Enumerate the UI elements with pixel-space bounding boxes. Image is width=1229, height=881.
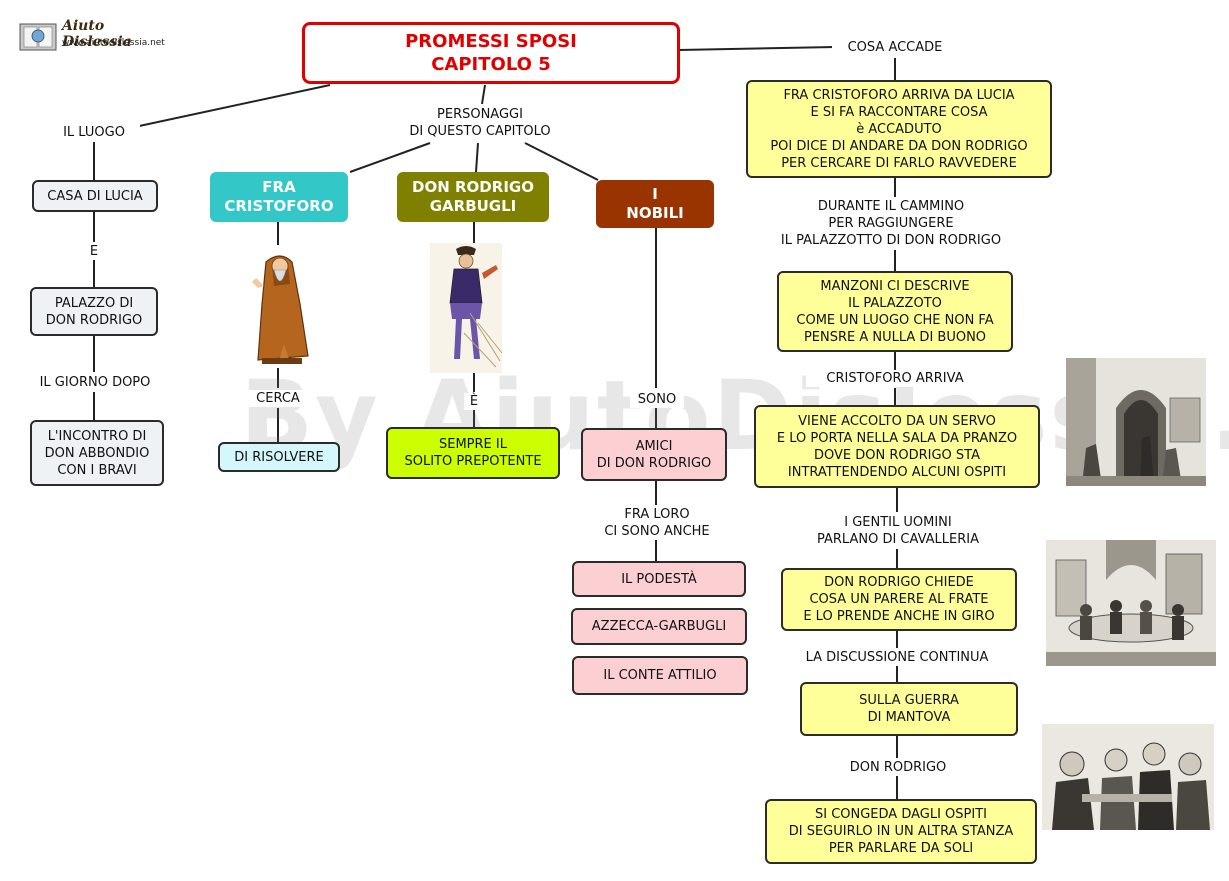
node-amici-don-rodrigo: AMICI DI DON RODRIGO <box>581 428 727 481</box>
node-fra-cristoforo: FRA CRISTOFORO <box>210 172 348 222</box>
node-conte-attilio: IL CONTE ATTILIO <box>572 656 748 695</box>
logo-title: Aiuto Dislessia <box>62 18 132 50</box>
node-event-parere-frate: DON RODRIGO CHIEDE COSA UN PARERE AL FRA… <box>781 568 1017 631</box>
node-solito-prepotente: SEMPRE IL SOLITO PREPOTENTE <box>386 427 560 479</box>
label-sono: SONO <box>630 391 684 408</box>
book-icon <box>19 23 57 51</box>
node-nobili: I NOBILI <box>596 180 714 228</box>
node-event-accolto-servo: VIENE ACCOLTO DA UN SERVO E LO PORTA NEL… <box>754 405 1040 488</box>
label-cosa-accade: COSA ACCADE <box>832 39 958 56</box>
node-azzecca-garbugli: AZZECCA-GARBUGLI <box>571 608 747 645</box>
label-e-accent: È <box>464 393 484 410</box>
engraving-dining-hall <box>1046 540 1216 666</box>
label-cristoforo-arriva: CRISTOFORO ARRIVA <box>806 370 984 387</box>
engraving-nobles <box>1042 724 1214 830</box>
label-gentil-uomini: I GENTIL UOMINI PARLANO DI CAVALLERIA <box>800 514 996 548</box>
don-rodrigo-illustration <box>430 243 502 373</box>
label-discussione: LA DISCUSSIONE CONTINUA <box>788 649 1006 666</box>
label-e: E <box>84 243 104 260</box>
node-event-congeda-ospiti: SI CONGEDA DAGLI OSPITI DI SEGUIRLO IN U… <box>765 799 1037 864</box>
label-durante-cammino: DURANTE IL CAMMINO PER RAGGIUNGERE IL PA… <box>760 198 1022 249</box>
label-il-luogo: IL LUOGO <box>48 124 140 141</box>
label-giorno-dopo: IL GIORNO DOPO <box>26 374 164 391</box>
node-event-guerra-mantova: SULLA GUERRA DI MANTOVA <box>800 682 1018 736</box>
logo-url: www.aiutodislessia.net <box>62 38 165 48</box>
node-event-palazzoto: MANZONI CI DESCRIVE IL PALAZZOTO COME UN… <box>777 271 1013 352</box>
node-il-podesta: IL PODESTÀ <box>572 561 746 597</box>
node-event-arrivo-lucia: FRA CRISTOFORO ARRIVA DA LUCIA E SI FA R… <box>746 80 1052 178</box>
node-casa-di-lucia: CASA DI LUCIA <box>32 180 158 212</box>
node-palazzo-don-rodrigo: PALAZZO DI DON RODRIGO <box>30 287 158 336</box>
node-incontro-bravi: L'INCONTRO DI DON ABBONDIO CON I BRAVI <box>30 420 164 486</box>
engraving-doorway <box>1066 358 1206 486</box>
label-cerca: CERCA <box>248 390 308 407</box>
label-personaggi: PERSONAGGI DI QUESTO CAPITOLO <box>386 106 574 140</box>
fra-cristoforo-illustration <box>252 255 309 364</box>
label-don-rodrigo: DON RODRIGO <box>836 759 960 776</box>
map-title: PROMESSI SPOSI CAPITOLO 5 <box>302 22 680 84</box>
label-fra-loro: FRA LORO CI SONO ANCHE <box>590 506 724 540</box>
aiutodislessia-logo[interactable]: Aiuto Dislessia www.aiutodislessia.net <box>18 16 178 56</box>
node-don-rodrigo: DON RODRIGO GARBUGLI <box>397 172 549 222</box>
node-di-risolvere: DI RISOLVERE <box>218 442 340 472</box>
